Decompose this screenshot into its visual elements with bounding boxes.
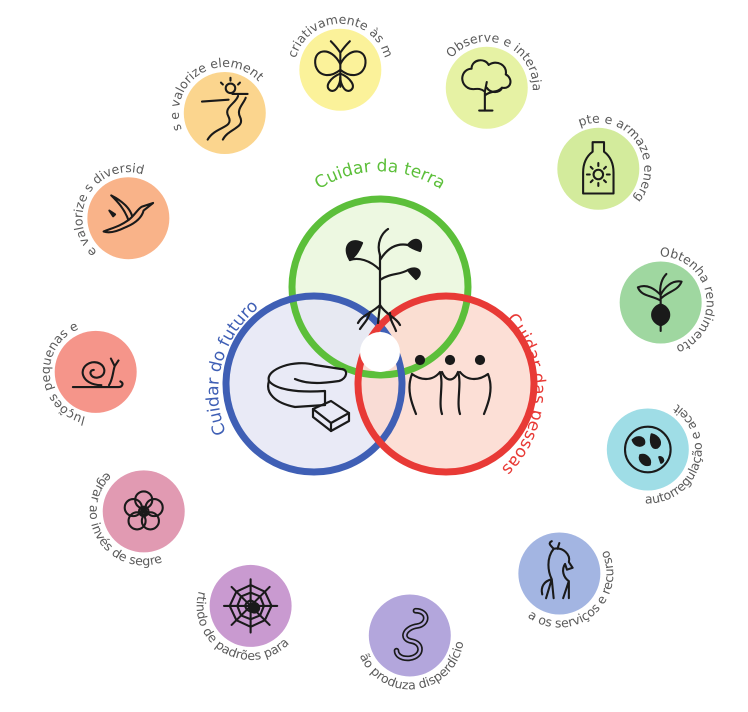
people-icon — [408, 354, 492, 416]
venn-center — [360, 332, 400, 372]
spider-web-icon — [222, 578, 279, 634]
ethic-people-ring — [354, 292, 538, 476]
principle-circle — [368, 594, 451, 677]
principle-circle — [183, 71, 266, 154]
hummingbird-icon — [102, 194, 155, 234]
radish-icon — [636, 272, 683, 333]
tree-icon — [345, 227, 423, 333]
principle-item: Observe e interaja — [443, 30, 545, 129]
principle-circle — [518, 532, 601, 615]
principle-item: Obtenha rendimento — [619, 244, 719, 357]
principle-item: Use as bordas e valorize elementos margi… — [0, 0, 267, 154]
bottle-icon — [582, 141, 615, 195]
pie-icon — [267, 362, 351, 433]
ethics-venn: Cuidar da terra Cuidar do futuro Cuidar … — [203, 156, 549, 479]
ethic-people-circle — [358, 296, 534, 472]
principle-circle — [606, 408, 689, 491]
snail-icon — [71, 357, 124, 389]
ethic-earth-ring — [288, 195, 472, 379]
principle-item: Integrar ao invés de segregar — [0, 0, 185, 569]
ethic-future-ring — [222, 292, 406, 476]
tree-small-icon — [461, 59, 512, 112]
ethic-earth-label: Cuidar da terra — [311, 156, 448, 193]
principle-item: Use e valorize s diversidade — [0, 0, 170, 260]
butterfly-icon — [314, 40, 367, 92]
horse-icon — [540, 540, 574, 600]
worm-icon — [393, 607, 429, 662]
principle-circle — [54, 330, 137, 413]
river-icon — [200, 76, 249, 141]
flower-icon — [123, 490, 164, 531]
globe-icon — [623, 425, 672, 474]
